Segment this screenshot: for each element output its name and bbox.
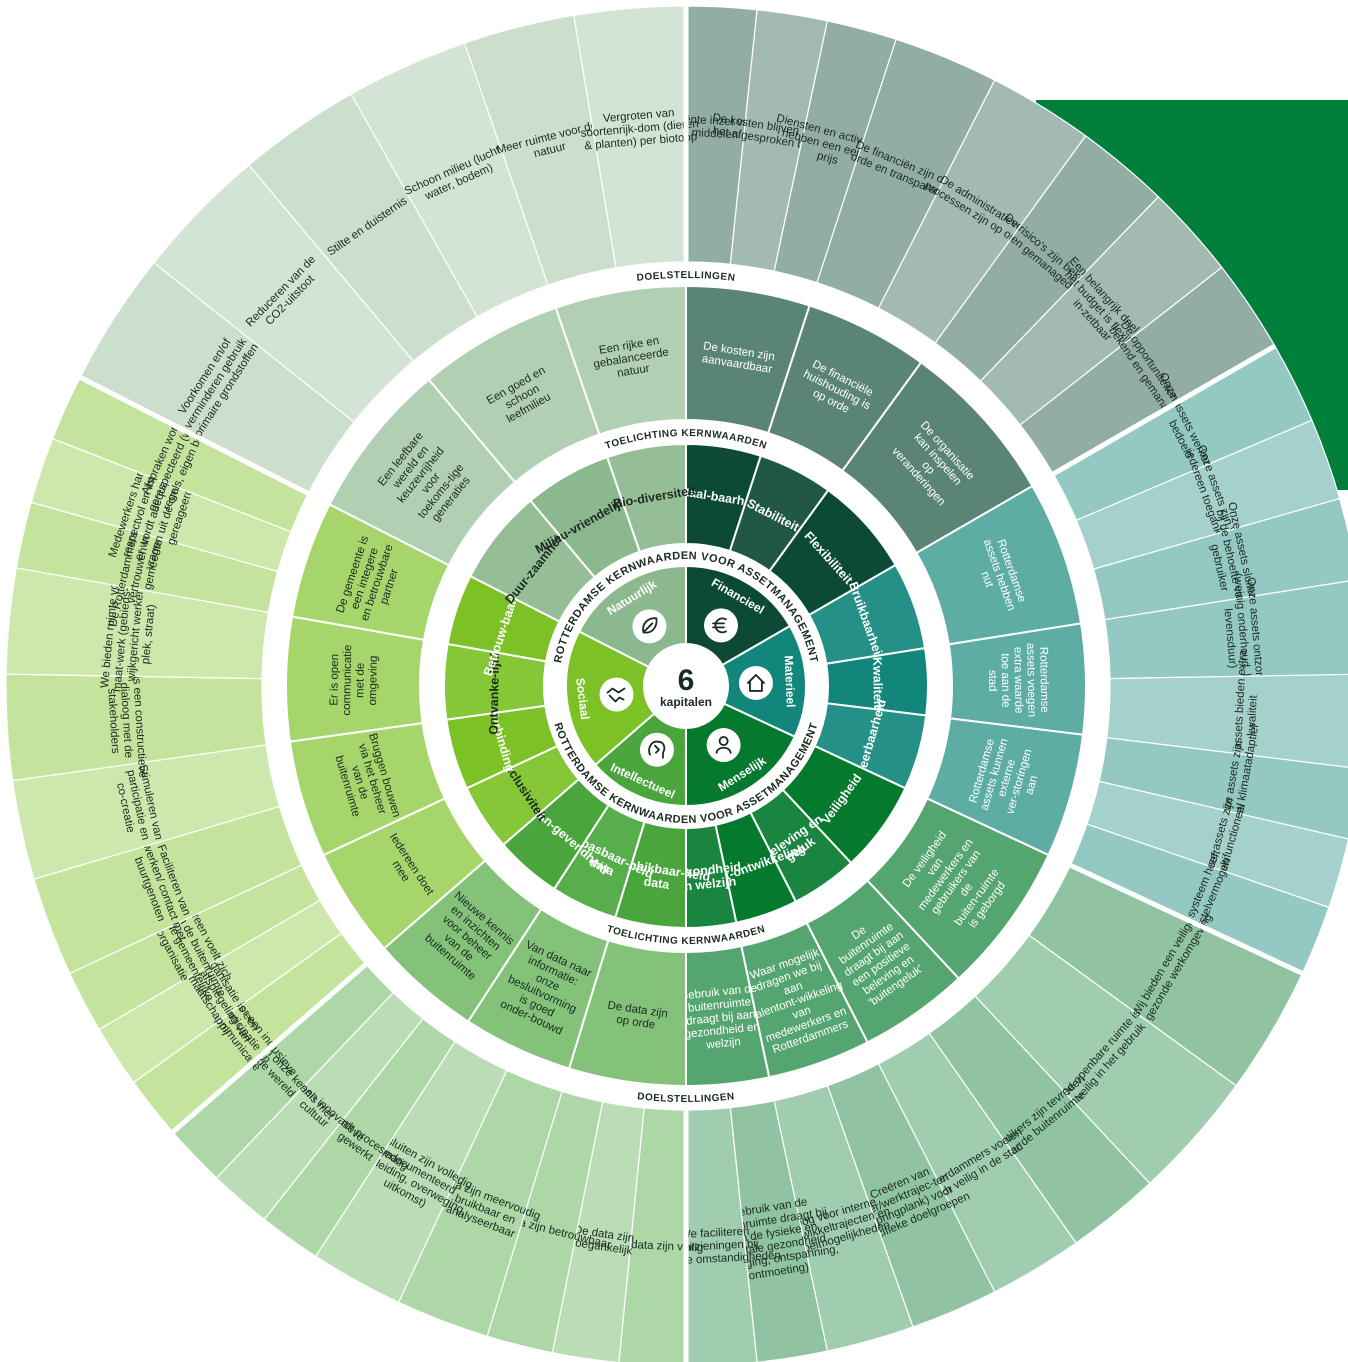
white-band-1: [544, 544, 828, 828]
person-icon: [706, 728, 741, 763]
toelichting-label-kwaliteit: Rotterdamseassets voegenextra waardetoe …: [986, 643, 1051, 718]
capital-label-materieel: Materieel: [782, 655, 798, 708]
white-band-3: [262, 262, 1110, 1110]
kernwaarde-label-kwaliteit: Kwaliteit: [870, 657, 885, 709]
doelstelling-label: Vergroten vansoortenrijk-dom (dieren& pl…: [579, 105, 700, 152]
kernwaarden-ring: Betaal-baarheidStabiliteitFlexibiliteitB…: [443, 442, 929, 930]
handshake-icon: [599, 677, 634, 712]
toelichting-label-toonaan-gevendheid-group: Nieuwe kennisen inzichtenvoor beheervan …: [418, 890, 516, 987]
kernwaarde-label-gezondheid-en-welzijn-group: Gezondheiden welzijn: [669, 860, 743, 895]
center-disc: [644, 644, 728, 728]
kernwaarde-label-ontvanke-lijkheid-group: Ontvanke-lijkheid: [486, 630, 502, 734]
center-label: kapitalen: [660, 695, 712, 709]
capital-label-materieel-group: Materieel: [782, 655, 798, 708]
capital-label-sociaal: Sociaal: [573, 677, 592, 720]
house-icon: [738, 665, 773, 700]
toelichting-label-bio-diversiteit-group: Een rijke engebalanceerdenatuur: [591, 334, 672, 384]
white-band-2: [420, 420, 952, 952]
kernwaarde-label-kwaliteit-group: Kwaliteit: [870, 657, 885, 709]
toelichting-label-toonaan-gevendheid: Nieuwe kennisen inzichtenvoor beheervan …: [418, 890, 516, 987]
doelstelling-label-group: De data zijn veilig: [613, 1238, 704, 1254]
toelichting-label-ontvanke-lijkheid: Er is opencommunicatiemet deomgeving: [328, 644, 380, 716]
brain-icon: [639, 732, 674, 767]
leaf-icon: [632, 609, 667, 644]
capital-sector-menselijk: [685, 702, 797, 808]
toelichting-label-ontvanke-lijkheid-group: Er is opencommunicatiemet deomgeving: [328, 644, 380, 716]
toelichting-label-kwaliteit-group: Rotterdamseassets voegenextra waardetoe …: [986, 643, 1051, 718]
center-number: 6: [678, 664, 695, 697]
euro-icon: [704, 608, 738, 643]
doelstelling-label-group: Er is een constructievedialoog met desta…: [104, 661, 149, 779]
doelstelling-label-group: Vergroten vansoortenrijk-dom (dieren& pl…: [579, 105, 700, 152]
capital-label-sociaal-group: Sociaal: [573, 677, 592, 720]
doelstelling-label: Er is een constructievedialoog met desta…: [104, 661, 149, 779]
doelstelling-label: De data zijn veilig: [613, 1238, 704, 1254]
ring-label-doelstellingen-top: DOELSTELLINGEN: [636, 270, 736, 284]
kernwaarde-label-gezondheid-en-welzijn: Gezondheiden welzijn: [669, 860, 743, 895]
kernwaarde-label-ontvanke-lijkheid: Ontvanke-lijkheid: [486, 630, 502, 734]
toelichting-label-bio-diversiteit: Een rijke engebalanceerdenatuur: [591, 334, 672, 384]
ring-label-doelstellingen-bottom: DOELSTELLINGEN: [637, 1091, 736, 1105]
